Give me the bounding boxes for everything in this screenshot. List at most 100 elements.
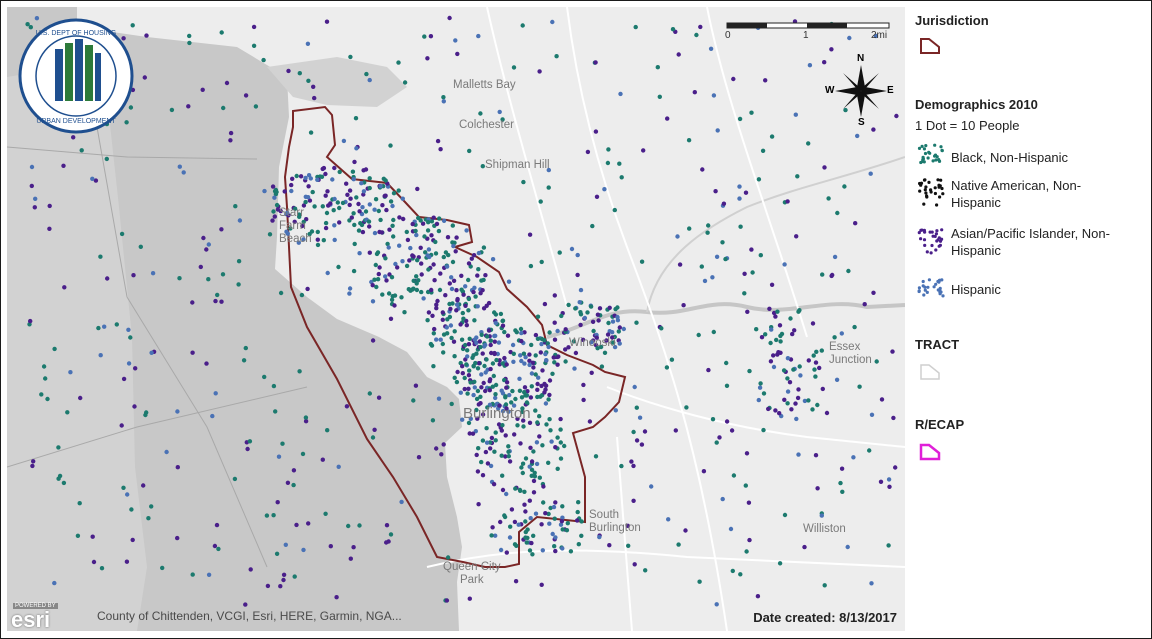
legend-recap-title: R/ECAP [915,417,965,432]
demographic-dot [737,196,742,201]
demographic-dot [697,579,702,584]
demographic-dot [419,272,424,277]
demographic-dot [806,398,811,403]
demographic-dot [307,198,313,203]
demographic-dot [757,385,763,390]
demographic-dot [448,306,453,312]
demographic-dot [673,428,678,433]
demographic-dot [473,429,478,434]
demographic-dot [556,354,561,359]
legend-swatch-dot [923,178,927,182]
demographic-dot [771,353,776,358]
attribution-text[interactable]: County of Chittenden, VCGI, Esri, HERE, … [97,609,402,623]
demographic-dot [547,330,552,335]
demographic-dot [175,465,180,470]
legend-swatch-dot [924,185,928,189]
svg-text:URBAN DEVELOPMENT: URBAN DEVELOPMENT [36,118,116,125]
demographic-dot [528,516,533,521]
demographic-dot [198,264,203,270]
demographic-dot [119,231,125,237]
demographic-dot [597,534,602,540]
demographic-dot [45,396,50,402]
demographic-dot [738,224,743,229]
demographic-dot [466,308,471,313]
demographic-dot [589,340,594,345]
demographic-dot [874,359,879,364]
demographic-dot [399,499,404,505]
demographic-dot [792,328,797,333]
demographic-dot [384,207,389,213]
demographic-dot [813,453,819,458]
demographic-dot [552,360,557,365]
legend-swatch-dot [934,282,938,286]
demographic-dot [535,387,540,392]
demographic-dot [830,272,835,278]
demographic-dot [216,546,221,552]
demographic-dot [537,414,542,419]
demographic-dot [552,293,557,298]
demographic-dot [606,320,611,326]
demographic-dot [698,24,703,30]
demographic-dot [491,482,497,487]
map-base-layer [7,7,905,631]
demographic-dot [366,219,372,224]
demographic-dot [372,427,377,432]
demographic-dot [563,347,568,352]
attribution-bar: POWERED BY esri County of Chittenden, VC… [11,603,402,631]
demographic-dot [553,500,558,505]
demographic-dot [378,183,383,189]
demographic-dot [782,512,788,518]
legend-swatch-dot [926,156,930,160]
demographic-dot [480,473,486,478]
demographic-dot [522,361,527,366]
demographic-dot [414,281,419,286]
demographic-dot [347,202,352,208]
demographic-dot [102,324,107,329]
demographic-dot [518,353,523,358]
scale-bar: 0 1 2mi [723,21,893,47]
demographic-dot [835,210,840,216]
demographic-dot [755,594,761,599]
demographic-dot [422,234,427,239]
demographic-dot [893,465,898,470]
demographic-dot [642,429,648,434]
demographic-dot [507,392,512,398]
demographic-dot [433,251,439,256]
demographic-dot [466,261,472,266]
demographic-dot [731,76,736,82]
demographic-dot [206,242,211,247]
demographic-dot [530,552,535,557]
map-canvas[interactable]: U.S. DEPT OF HOUSING URBAN DEVELOPMENT M… [7,7,905,631]
legend-swatch-dot [922,202,926,206]
demographic-dot [551,355,556,360]
demographic-dot [568,549,574,554]
jurisdiction-swatch-icon [920,38,940,54]
demographic-dot [795,395,801,401]
demographic-dot [128,105,134,110]
demographic-dot [544,358,549,363]
demographic-dot [634,320,639,325]
demographic-dot [427,254,432,260]
demographic-dot [434,306,439,311]
demographic-dot [435,138,441,144]
demographic-dot [790,331,795,337]
legend-swatch-dot [927,278,931,282]
demographic-dot [272,195,277,200]
demographic-dot [441,95,446,100]
legend-swatch-dot [933,153,938,157]
demographic-dot [546,460,551,465]
demographic-dot [763,332,768,337]
legend-swatch-dot [922,238,927,242]
demographic-dot [513,579,519,584]
demographic-dot [467,431,472,436]
demographic-dot [126,361,132,366]
demographic-dot [822,165,827,170]
demographic-dot [575,272,580,278]
legend-swatch-dot [924,191,928,195]
legend-swatch-dot [918,189,922,193]
demographic-dot [271,209,276,214]
malletts-bay-water [267,57,407,107]
demographic-dot [810,321,816,326]
legend-swatch-dot [935,203,939,207]
demographic-dot [243,93,249,98]
